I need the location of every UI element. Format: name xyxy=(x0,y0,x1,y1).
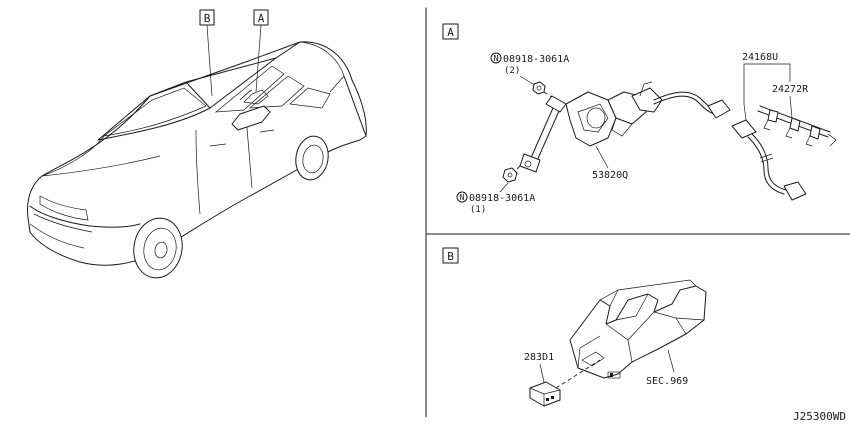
harness-24168u xyxy=(731,119,807,201)
center-console xyxy=(569,279,707,379)
nut-upper-symbol: N xyxy=(494,54,499,63)
harness-part-label: 24168U xyxy=(742,52,778,63)
nut-lower-icon xyxy=(502,167,518,183)
sensor-part-label: 53820Q xyxy=(592,170,628,181)
panel-b-tag: B xyxy=(447,250,454,263)
harness-sub-leader xyxy=(789,95,793,119)
panel-b-tag-box xyxy=(442,247,459,264)
nut-lower-part: 08918-3061A xyxy=(469,193,535,204)
nut-upper-part: 08918-3061A xyxy=(503,54,569,65)
nut-symbol-icon xyxy=(456,191,468,203)
nut-lower-qty: (1) xyxy=(470,205,486,215)
module-part-label: 283D1 xyxy=(524,352,554,363)
sensor-cable xyxy=(653,91,717,111)
nut-symbol-icon xyxy=(490,52,502,64)
module-install-arrow xyxy=(555,359,601,389)
nut-upper-leader xyxy=(519,75,537,87)
panel-a-tag-box xyxy=(442,23,459,40)
car-callout-b: B xyxy=(204,12,211,25)
nut-lower-leader xyxy=(499,182,509,193)
car-callout-a: A xyxy=(258,12,265,25)
module-leader xyxy=(539,363,545,383)
car-illustration xyxy=(27,41,367,279)
sensor-leader xyxy=(595,145,609,169)
panel-a-tag: A xyxy=(447,26,454,39)
harness-bracket xyxy=(743,63,791,104)
nut-upper-qty: (2) xyxy=(504,66,520,76)
sensor-connector-icon xyxy=(707,99,731,119)
diagram-code: J25300WD xyxy=(793,410,846,423)
car-callout-a-leader xyxy=(255,24,262,93)
harness-24272r xyxy=(757,105,837,147)
nut-upper-icon xyxy=(532,81,546,95)
height-sensor-53820q xyxy=(519,81,663,173)
console-unit-icon xyxy=(231,105,271,131)
console-sec-label: SEC.969 xyxy=(646,376,688,387)
harness-sub-part-label: 24272R xyxy=(772,84,809,95)
module-283d1-icon xyxy=(529,381,561,407)
car-callout-b-leader xyxy=(206,24,213,97)
console-leader xyxy=(667,349,675,373)
nut-lower-symbol: N xyxy=(460,193,465,202)
